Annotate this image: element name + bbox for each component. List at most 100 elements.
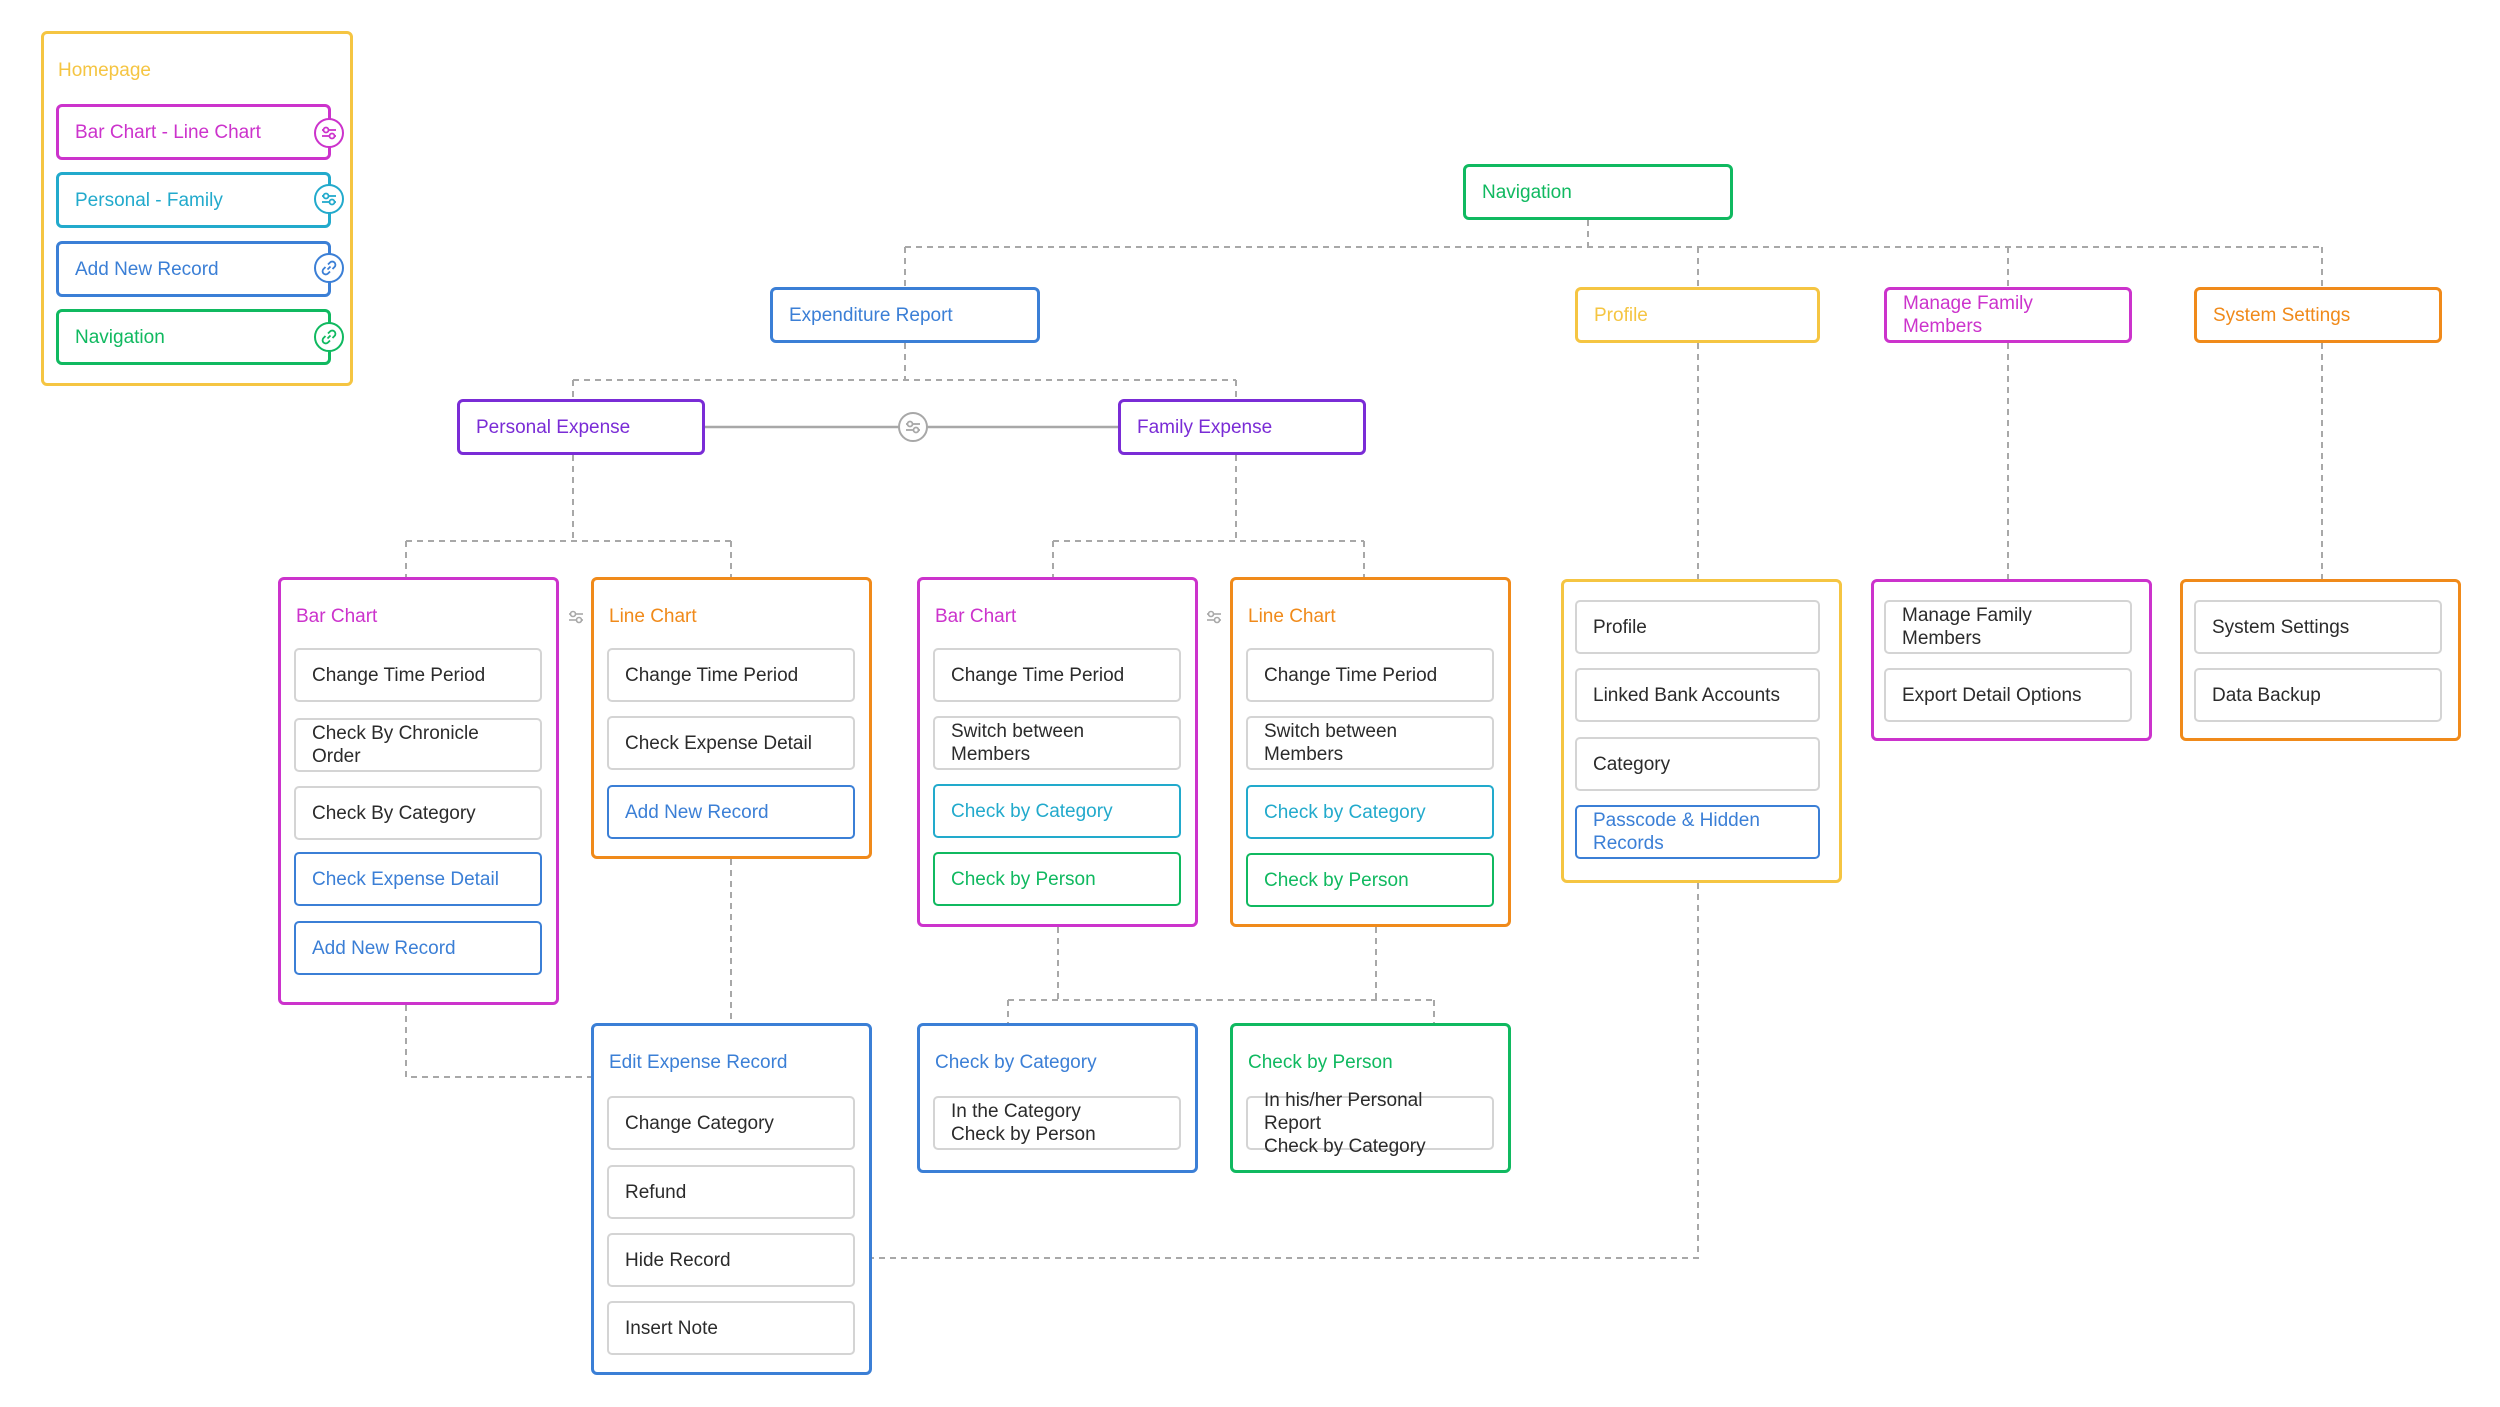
switch-between-members-button[interactable]: Switch between Members [933, 716, 1181, 770]
item-label: In his/her Personal Report Check by Cate… [1264, 1089, 1426, 1157]
legend-item-bar-line[interactable]: Bar Chart - Line Chart [56, 104, 331, 160]
legend-item-navigation[interactable]: Navigation [56, 309, 331, 365]
node-label: System Settings [2213, 304, 2351, 326]
add-new-record-button[interactable]: Add New Record [607, 785, 855, 839]
system-settings-node[interactable]: System Settings [2194, 287, 2442, 343]
item-label: Check Expense Detail [625, 732, 812, 754]
node-label: Navigation [1482, 181, 1572, 203]
category-button[interactable]: Category [1575, 737, 1820, 791]
item-label: Hide Record [625, 1249, 731, 1271]
switch-between-members-button[interactable]: Switch between Members [1246, 716, 1494, 770]
change-time-period-button[interactable]: Change Time Period [607, 648, 855, 702]
item-label: Check by Category [951, 800, 1113, 822]
refund-button[interactable]: Refund [607, 1165, 855, 1219]
connector-line [405, 1005, 591, 1078]
legend-item-label: Add New Record [75, 258, 219, 280]
group-title: Line Chart [609, 606, 697, 627]
item-label: Check Expense Detail [312, 868, 499, 890]
system-settings-button[interactable]: System Settings [2194, 600, 2442, 654]
connector-line [872, 883, 1699, 1259]
item-label: Check By Category [312, 802, 476, 824]
item-label: Manage Family Members [1902, 605, 2032, 649]
check-by-person-button[interactable]: Check by Person [933, 852, 1181, 906]
item-label: Category [1593, 753, 1671, 775]
item-label: Check by Person [951, 868, 1096, 890]
toggle-icon[interactable] [898, 412, 928, 442]
profile-button[interactable]: Profile [1575, 600, 1820, 654]
item-label: Refund [625, 1181, 687, 1203]
personal-expense-node[interactable]: Personal Expense [457, 399, 705, 455]
item-label: In the Category Check by Person [951, 1101, 1096, 1145]
item-label: Add New Record [625, 801, 769, 823]
item-label: Insert Note [625, 1317, 718, 1339]
item-label: Linked Bank Accounts [1593, 684, 1780, 706]
insert-note-button[interactable]: Insert Note [607, 1301, 855, 1355]
linked-bank-accounts-button[interactable]: Linked Bank Accounts [1575, 668, 1820, 722]
profile-node[interactable]: Profile [1575, 287, 1820, 343]
node-label: Manage Family Members [1903, 293, 2033, 337]
item-label: Check by Category [1264, 801, 1426, 823]
check-by-category-button[interactable]: Check By Category [294, 786, 542, 840]
item-label: Switch between Members [951, 721, 1085, 765]
link-icon[interactable] [314, 253, 344, 283]
passcode-hidden-records-button[interactable]: Passcode & Hidden Records [1575, 805, 1820, 859]
change-time-period-button[interactable]: Change Time Period [294, 648, 542, 702]
in-category-check-by-person-button[interactable]: In the Category Check by Person [933, 1096, 1181, 1150]
item-label: Passcode & Hidden Records [1593, 810, 1760, 854]
manage-family-members-button[interactable]: Manage Family Members [1884, 600, 2132, 654]
item-label: Add New Record [312, 937, 456, 959]
group-title: Check by Person [1248, 1052, 1393, 1073]
node-label: Family Expense [1137, 416, 1273, 438]
node-label: Personal Expense [476, 416, 631, 438]
check-by-category-button[interactable]: Check by Category [933, 784, 1181, 838]
toggle-icon[interactable] [565, 606, 587, 628]
item-label: Change Time Period [312, 664, 486, 686]
check-by-category-button[interactable]: Check by Category [1246, 785, 1494, 839]
legend-item-add-record[interactable]: Add New Record [56, 241, 331, 297]
node-label: Expenditure Report [789, 304, 953, 326]
item-label: Check by Person [1264, 869, 1409, 891]
check-by-person-button[interactable]: Check by Person [1246, 853, 1494, 907]
legend-title: Homepage [58, 60, 151, 81]
node-label: Profile [1594, 304, 1648, 326]
group-title: Line Chart [1248, 606, 1336, 627]
add-new-record-button[interactable]: Add New Record [294, 921, 542, 975]
link-icon[interactable] [314, 322, 344, 352]
item-label: Change Time Period [625, 664, 799, 686]
check-by-chronicle-order-button[interactable]: Check By Chronicle Order [294, 718, 542, 772]
change-time-period-button[interactable]: Change Time Period [933, 648, 1181, 702]
check-expense-detail-button[interactable]: Check Expense Detail [294, 852, 542, 906]
change-category-button[interactable]: Change Category [607, 1096, 855, 1150]
family-expense-node[interactable]: Family Expense [1118, 399, 1366, 455]
item-label: Change Category [625, 1112, 774, 1134]
hide-record-button[interactable]: Hide Record [607, 1233, 855, 1287]
data-backup-button[interactable]: Data Backup [2194, 668, 2442, 722]
item-label: Check By Chronicle Order [312, 723, 479, 767]
group-title: Edit Expense Record [609, 1052, 788, 1073]
manage-family-node[interactable]: Manage Family Members [1884, 287, 2132, 343]
item-label: Change Time Period [1264, 664, 1438, 686]
check-expense-detail-button[interactable]: Check Expense Detail [607, 716, 855, 770]
group-title: Bar Chart [935, 606, 1017, 627]
toggle-icon[interactable] [314, 184, 344, 214]
item-label: System Settings [2212, 616, 2350, 638]
item-label: Export Detail Options [1902, 684, 2082, 706]
item-label: Switch between Members [1264, 721, 1398, 765]
toggle-icon[interactable] [314, 118, 344, 148]
export-detail-options-button[interactable]: Export Detail Options [1884, 668, 2132, 722]
toggle-icon[interactable] [1203, 606, 1225, 628]
item-label: Change Time Period [951, 664, 1125, 686]
legend-item-label: Personal - Family [75, 189, 223, 211]
change-time-period-button[interactable]: Change Time Period [1246, 648, 1494, 702]
personal-report-check-by-category-button[interactable]: In his/her Personal Report Check by Cate… [1246, 1090, 1494, 1157]
navigation-node[interactable]: Navigation [1463, 164, 1733, 220]
group-title: Check by Category [935, 1052, 1097, 1073]
item-label: Profile [1593, 616, 1647, 638]
group-title: Bar Chart [296, 606, 378, 627]
legend-item-label: Navigation [75, 326, 165, 348]
expenditure-report-node[interactable]: Expenditure Report [770, 287, 1040, 343]
legend-item-personal-family[interactable]: Personal - Family [56, 172, 331, 228]
item-label: Data Backup [2212, 684, 2321, 706]
